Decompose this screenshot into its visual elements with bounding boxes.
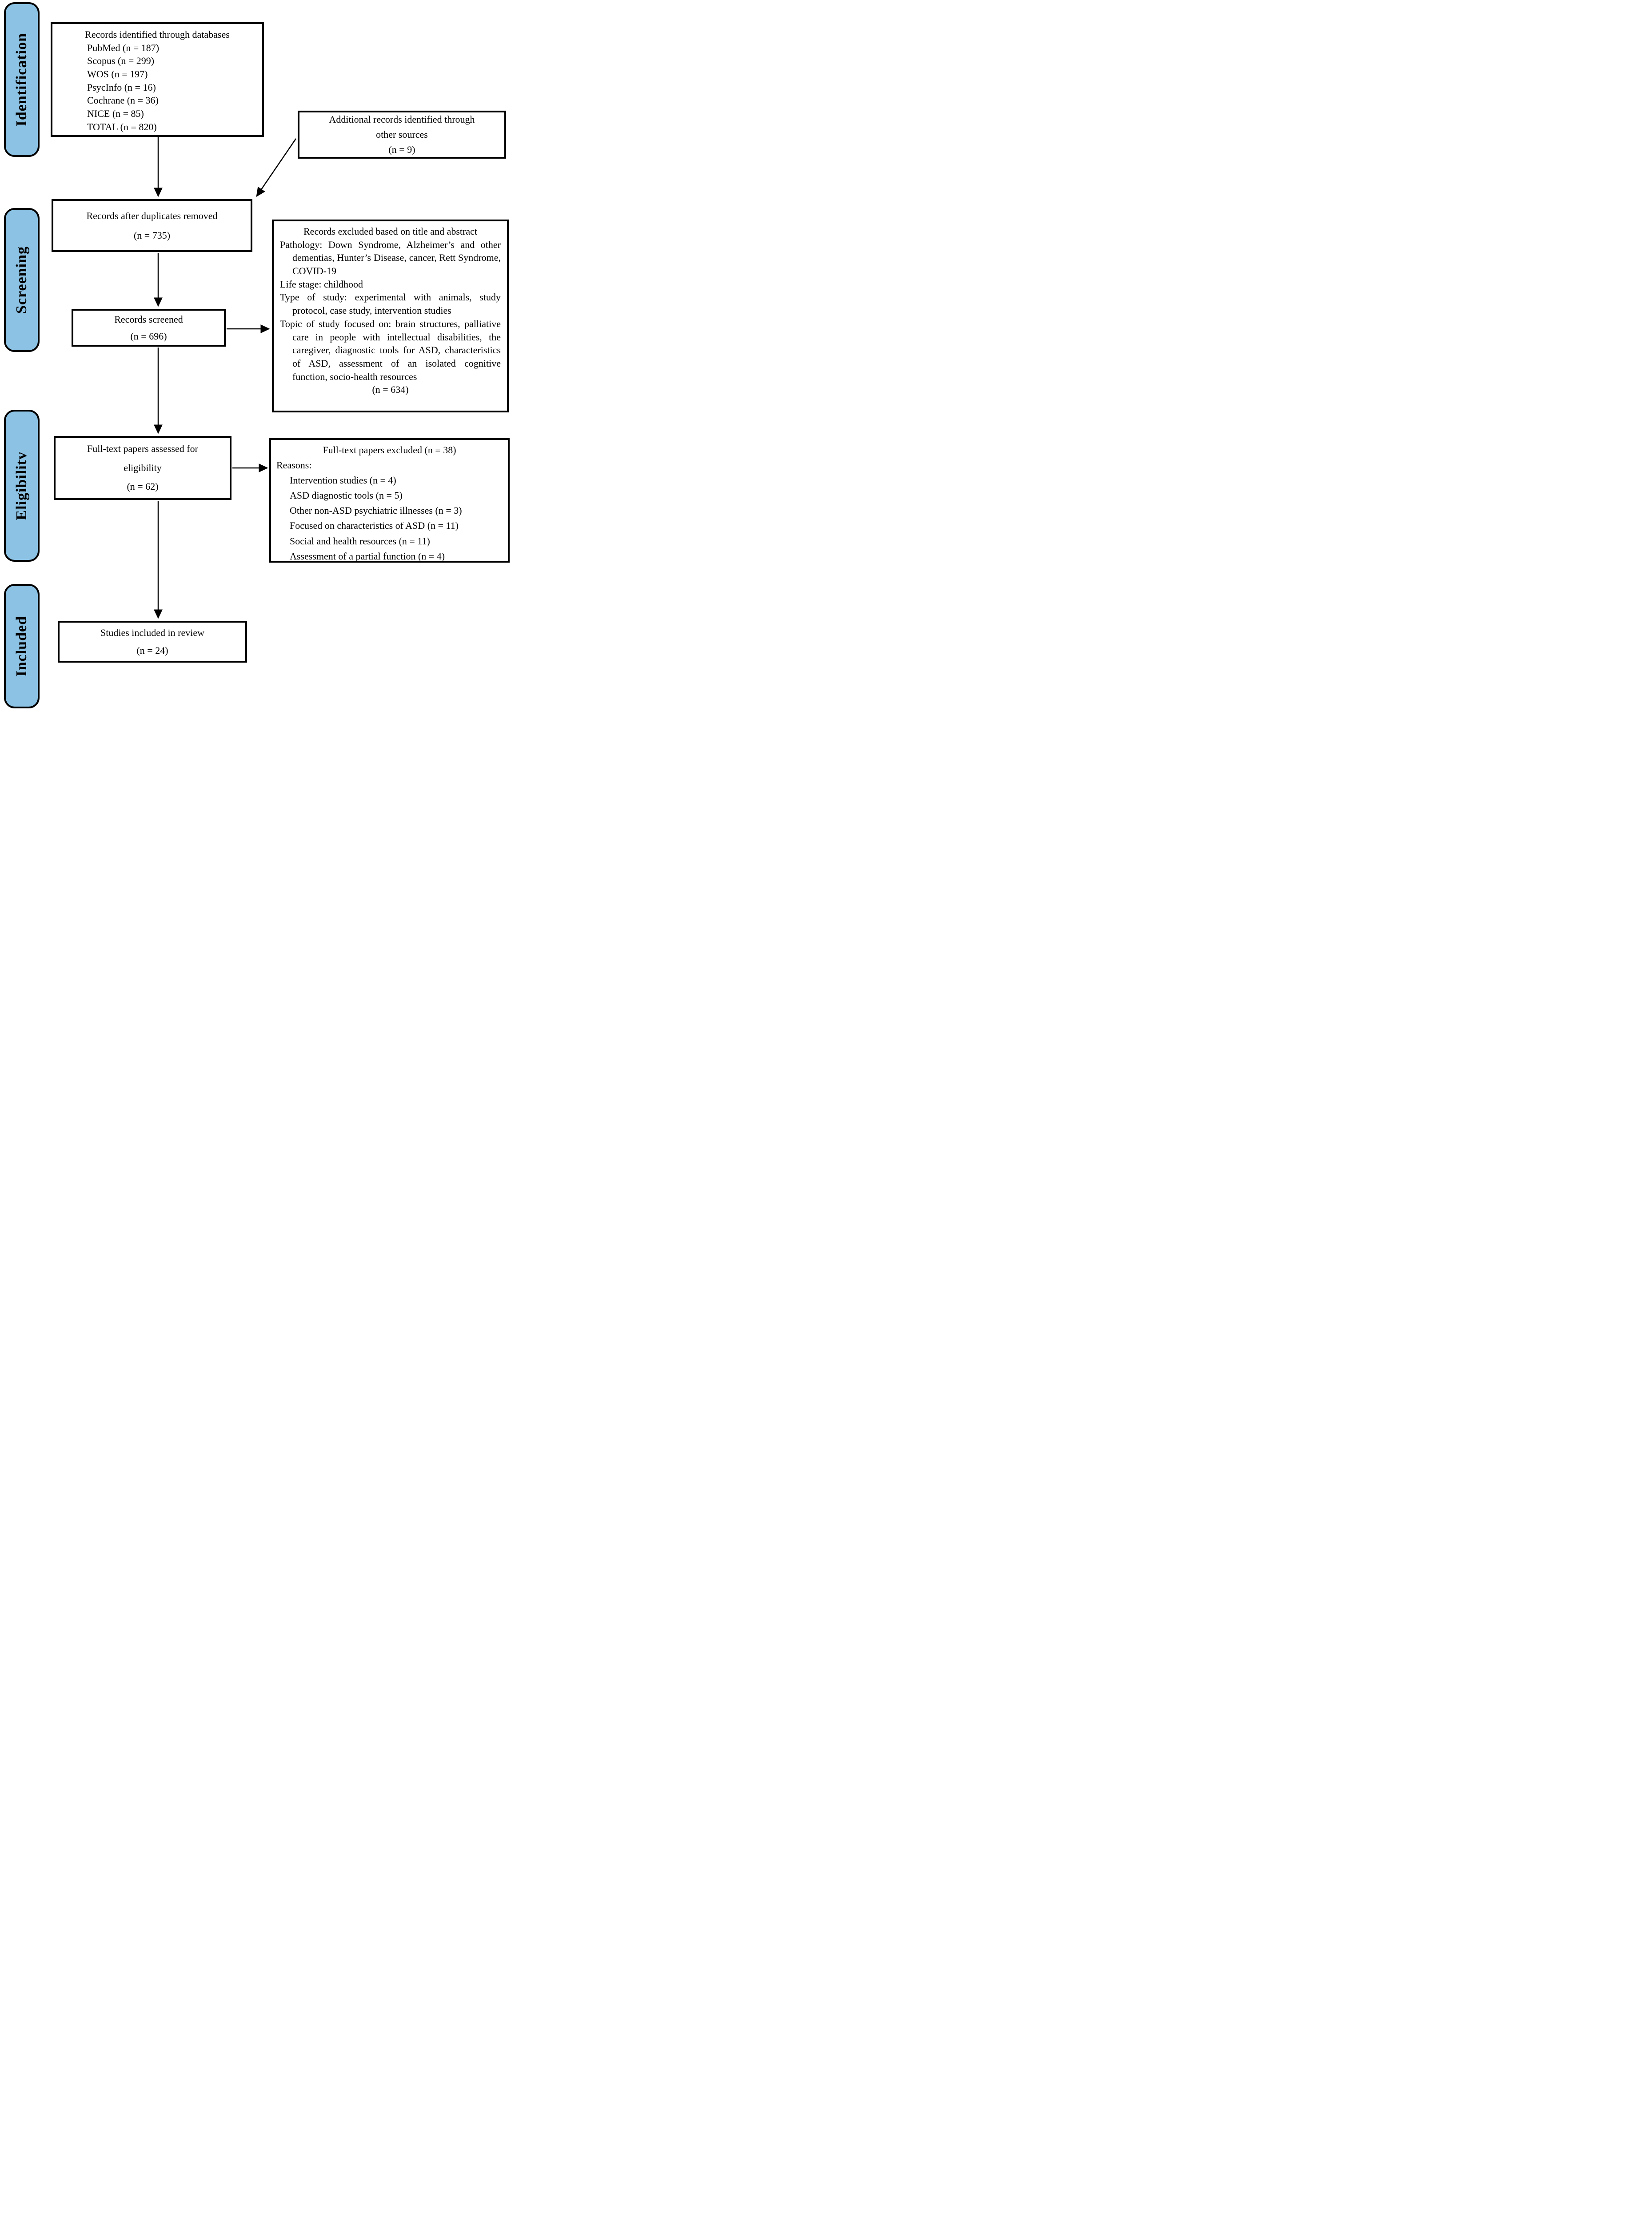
exclusion-paragraph: Type of study: experimental with animals… bbox=[280, 292, 501, 316]
box-count: (n = 9) bbox=[388, 144, 415, 156]
box-count: (n = 696) bbox=[130, 330, 167, 342]
exclusion-paragraph: Topic of study focused on: brain structu… bbox=[280, 318, 501, 382]
exclusion-paragraph: Pathology: Down Syndrome, Alzheimer’s an… bbox=[280, 239, 501, 277]
stage-label-text: Included bbox=[13, 615, 30, 677]
exclusion-reason-item: Assessment of a partial function (n = 4) bbox=[290, 550, 445, 562]
box-line: other sources bbox=[376, 128, 428, 140]
box-line: Records after duplicates removed bbox=[86, 210, 218, 221]
database-count-item: Scopus (n = 299) bbox=[87, 55, 155, 67]
stage-label-included: Included bbox=[4, 584, 40, 708]
box-count: (n = 634) bbox=[372, 384, 409, 396]
exclusion-reason-item: ASD diagnostic tools (n = 5) bbox=[290, 490, 403, 501]
box-records-excluded-title-abstract: Records excluded based on title and abst… bbox=[272, 220, 509, 412]
box-duplicates-removed: Records after duplicates removed (n = 73… bbox=[52, 199, 252, 252]
database-count-item: PubMed (n = 187) bbox=[87, 42, 160, 53]
box-line: Additional records identified through bbox=[329, 113, 475, 125]
stage-label-eligibility: Eligibilitv bbox=[4, 410, 40, 562]
database-count-item: WOS (n = 197) bbox=[87, 68, 148, 80]
box-count: (n = 24) bbox=[136, 645, 168, 656]
exclusion-reason-item: Intervention studies (n = 4) bbox=[290, 475, 396, 486]
stage-label-screening: Screening bbox=[4, 208, 40, 352]
exclusion-paragraph: Life stage: childhood bbox=[280, 278, 363, 290]
stage-label-identification: Identification bbox=[4, 2, 40, 157]
box-additional-records: Additional records identified through ot… bbox=[298, 111, 506, 159]
box-line: Records screened bbox=[114, 314, 183, 325]
box-count: (n = 735) bbox=[133, 229, 171, 241]
box-title: Records excluded based on title and abst… bbox=[303, 226, 477, 237]
box-fulltext-assessed: Full-text papers assessed for eligibilit… bbox=[54, 436, 231, 500]
box-title: Full-text papers excluded (n = 38) bbox=[323, 444, 456, 456]
box-fulltext-excluded: Full-text papers excluded (n = 38) Reaso… bbox=[269, 438, 510, 563]
reasons-label: Reasons: bbox=[276, 460, 312, 471]
box-line: Studies included in review bbox=[100, 627, 204, 639]
box-line: eligibility bbox=[124, 462, 162, 473]
exclusion-reason-item: Focused on characteristics of ASD (n = 1… bbox=[290, 520, 459, 532]
database-count-item: NICE (n = 85) bbox=[87, 108, 144, 120]
box-studies-included: Studies included in review (n = 24) bbox=[58, 621, 247, 663]
exclusion-reason-item: Social and health resources (n = 11) bbox=[290, 535, 430, 547]
box-title: Records identified through databases bbox=[85, 29, 230, 40]
database-count-item: PsycInfo (n = 16) bbox=[87, 81, 156, 93]
database-count-item: Cochrane (n = 36) bbox=[87, 95, 159, 106]
exclusion-reason-item: Other non-ASD psychiatric illnesses (n =… bbox=[290, 505, 462, 516]
arrow-additional-to-duplicates bbox=[256, 138, 297, 197]
stage-label-text: Screening bbox=[13, 246, 30, 314]
box-count: (n = 62) bbox=[127, 481, 159, 492]
stage-label-text: Identification bbox=[13, 32, 30, 127]
box-line: Full-text papers assessed for bbox=[87, 443, 198, 454]
box-records-screened: Records screened (n = 696) bbox=[72, 309, 226, 347]
prisma-flow-diagram: Identification Screening Eligibilitv Inc… bbox=[0, 0, 512, 710]
stage-label-text: Eligibilitv bbox=[13, 451, 30, 520]
database-count-item: TOTAL (n = 820) bbox=[87, 121, 157, 132]
box-records-identified: Records identified through databases Pub… bbox=[51, 22, 264, 137]
